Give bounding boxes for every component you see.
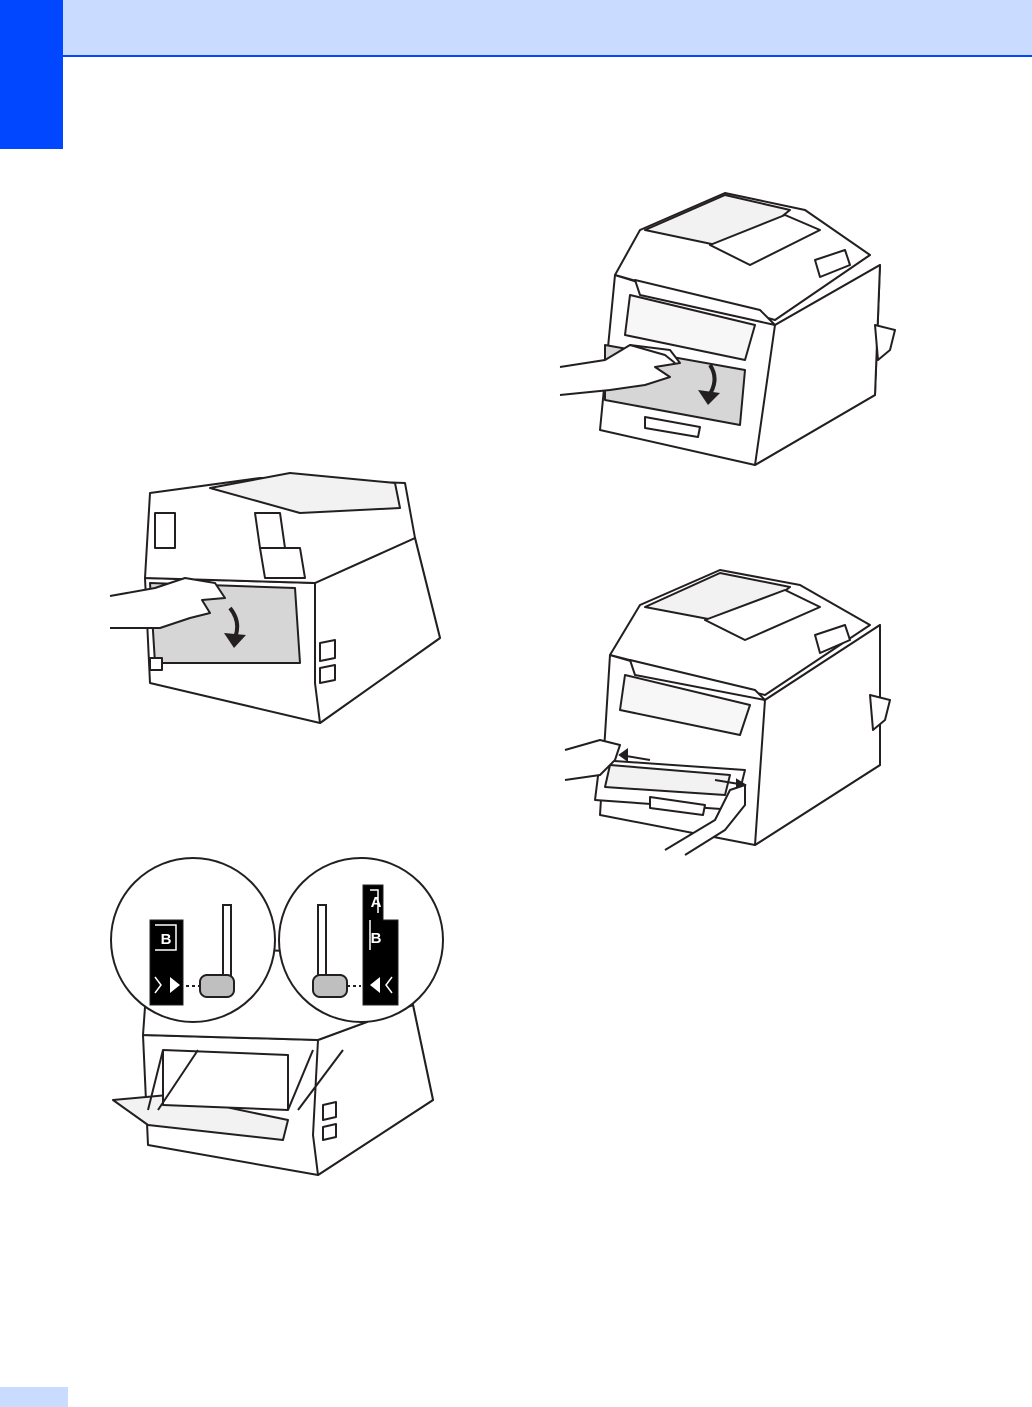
printer-back-hand-open-icon — [110, 468, 445, 728]
printer-front-hand-open-icon — [560, 185, 905, 475]
chapter-tab — [0, 0, 63, 149]
lever-label-b-right: B — [371, 930, 382, 947]
lever-label-a-right: A — [371, 894, 382, 911]
printer-back-levers-zoom-icon: B A B — [108, 855, 443, 1180]
footer-tab — [0, 1387, 68, 1407]
lever-label-b-left: B — [161, 931, 172, 948]
header-band — [0, 0, 1032, 57]
printer-front-hands-guides-icon — [565, 565, 910, 855]
